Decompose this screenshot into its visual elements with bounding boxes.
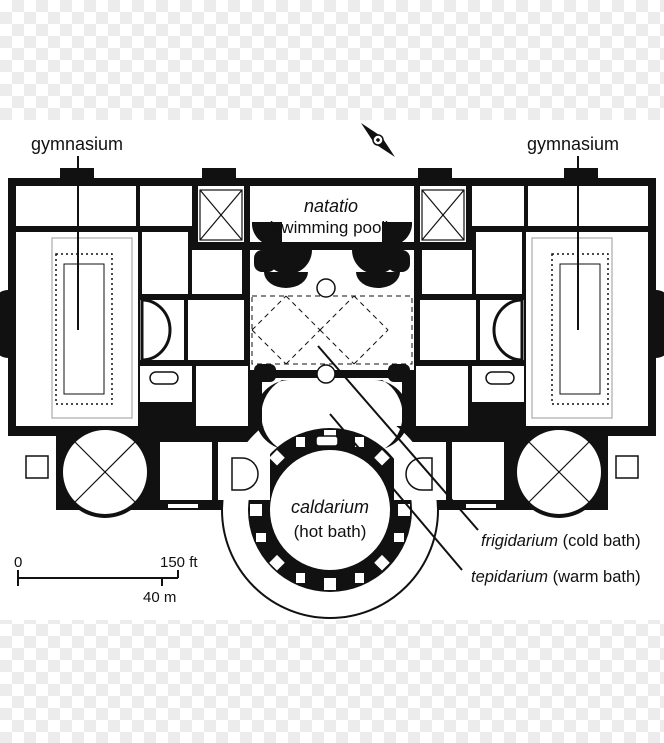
scale-zero: 0 [14,554,22,571]
fountains [316,278,336,384]
tepidarium-title: tepidarium [471,568,548,586]
label-natatio-desc: (swimming pool) [267,218,391,237]
tepidarium-desc: (warm bath) [553,568,641,586]
scale-bar: 0 150 ft 40 m [14,554,198,606]
label-tepidarium: tepidarium (warm bath) [471,568,641,586]
frigidarium-vaults [251,295,413,365]
cross-vaults [199,189,465,241]
apses [140,298,524,362]
caldarium-structure [221,401,439,619]
scale-feet: 150 ft [160,554,198,571]
hall-pillars [251,222,413,450]
frigidarium-desc: (cold bath) [563,532,641,550]
leader-lines [77,156,579,571]
room-labels: gymnasium gymnasium natatio (swimming po… [31,134,641,586]
label-gymnasium-left: gymnasium [31,134,123,154]
label-caldarium: caldarium [291,497,369,517]
label-gymnasium-right: gymnasium [527,134,619,154]
label-frigidarium: frigidarium (cold bath) [481,532,641,550]
label-natatio: natatio [304,196,358,216]
frigidarium-title: frigidarium [481,532,558,550]
domed-rooms [25,426,639,518]
label-caldarium-desc: (hot bath) [294,522,367,541]
wall-openings [16,188,648,508]
north-arrow-icon [361,123,395,157]
gymnasium-courts [51,237,613,419]
scale-meters: 40 m [143,589,176,606]
tubs [149,371,515,447]
